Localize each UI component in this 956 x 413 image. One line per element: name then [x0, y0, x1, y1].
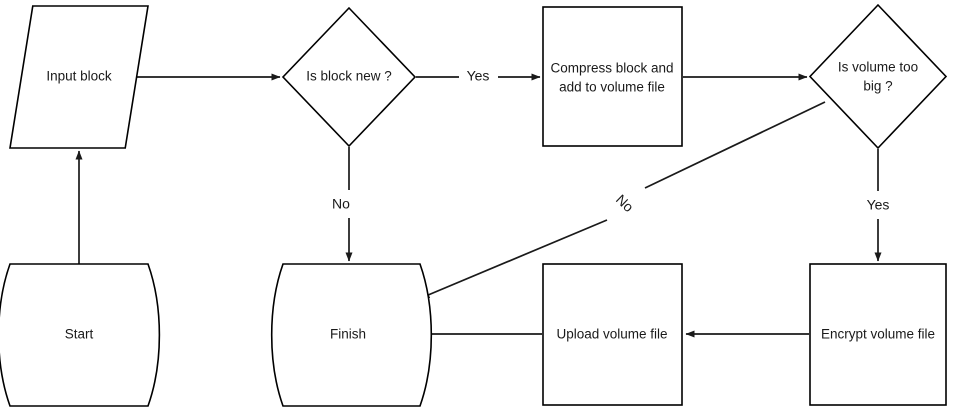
- node-label-start: Start: [65, 327, 94, 342]
- edge-is-volume-no-segment-a: [644, 101, 826, 189]
- node-label-is-volume-too-big-line1: Is volume too: [838, 60, 918, 75]
- edge-label-no-block-new: No: [332, 196, 350, 212]
- edge-label-no-volume-too-big: No: [613, 191, 637, 215]
- node-is-volume-too-big-shape[interactable]: [808, 3, 948, 150]
- node-label-is-block-new: Is block new ?: [306, 69, 392, 84]
- node-finish-shape[interactable]: [270, 263, 433, 407]
- node-label-compress-block-line2: add to volume file: [559, 80, 665, 95]
- node-label-compress-block-line1: Compress block and: [550, 61, 673, 76]
- edge-label-yes-block-new: Yes: [467, 68, 490, 84]
- edge-labels-layer: Yes No No Yes: [332, 68, 889, 215]
- node-input-block-shape[interactable]: [9, 5, 149, 149]
- edges-layer: [75, 73, 882, 338]
- edge-is-volume-no-segment-b: [420, 219, 608, 299]
- edge-label-yes-volume-too-big: Yes: [867, 197, 890, 213]
- node-label-encrypt-volume-file: Encrypt volume file: [821, 327, 935, 342]
- node-label-is-volume-too-big-line2: big ?: [863, 79, 892, 94]
- node-label-finish: Finish: [330, 327, 366, 342]
- nodes-layer: [0, 3, 948, 407]
- node-labels-layer: Start Input block Is block new ? Compres…: [46, 60, 935, 342]
- node-upload-volume-file-shape[interactable]: [542, 263, 683, 406]
- node-label-input-block: Input block: [46, 69, 112, 84]
- node-encrypt-volume-file-shape[interactable]: [809, 263, 947, 406]
- node-compress-block-shape[interactable]: [542, 6, 683, 147]
- node-label-upload-volume-file: Upload volume file: [556, 327, 667, 342]
- node-is-block-new-shape[interactable]: [281, 6, 417, 148]
- node-start-shape[interactable]: [0, 263, 161, 407]
